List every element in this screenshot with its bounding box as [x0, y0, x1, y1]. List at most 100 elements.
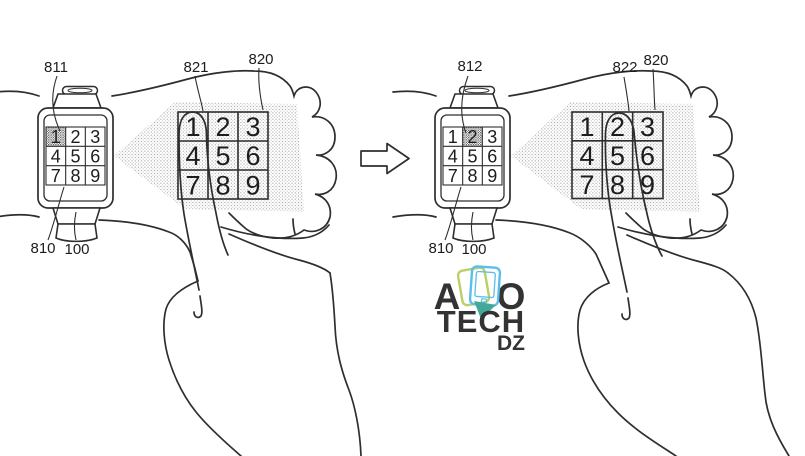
ref-label-highlighted-key: 811	[44, 59, 68, 76]
watch-key-4: 4	[51, 147, 61, 167]
projected-keys: 1 2 3 4 5 6 7 8 9	[185, 112, 260, 201]
ref-label-device: 100	[64, 241, 89, 258]
watch-band-bottom	[51, 207, 102, 225]
watch-screen	[440, 114, 505, 202]
index-finger-tip	[604, 112, 636, 138]
leader-line	[194, 75, 204, 112]
wrist-bottom-line	[392, 213, 437, 218]
projected-key-3: 3	[640, 112, 655, 142]
watch-key-6: 6	[90, 147, 100, 167]
reference-labels: 812 822 820 810 100	[428, 52, 668, 258]
watermark: A O TECH DZ	[434, 265, 526, 355]
watch-hand-outline	[392, 69, 735, 284]
projected-key-9: 9	[245, 171, 260, 201]
watermark-letter-end: O	[497, 276, 526, 317]
index-finger-right-edge	[633, 136, 663, 257]
watch-band-top	[448, 93, 500, 109]
leader-line	[444, 186, 462, 241]
transition-arrow-icon	[360, 142, 410, 175]
watch-band-bottom-flare	[55, 223, 98, 243]
ref-label-keypad-screen: 810	[30, 240, 55, 257]
projected-key-6: 6	[245, 141, 260, 171]
watch-key-2: 2	[70, 127, 80, 147]
watermark-dz-text: DZ	[497, 332, 525, 355]
watch-key-8: 8	[70, 166, 80, 186]
watch-band-knob-inner	[464, 87, 490, 94]
index-finger-hook	[193, 295, 203, 319]
wrist-top-line	[0, 90, 40, 97]
hand-top-contour	[626, 234, 729, 274]
index-finger-tip	[178, 111, 208, 136]
projected-key-7: 7	[185, 171, 200, 201]
watch-key-2: 2	[467, 127, 477, 147]
pointing-hand	[163, 111, 362, 456]
index-finger-hook	[621, 297, 631, 321]
wrist-bottom-line	[0, 213, 40, 218]
leader-line	[652, 68, 656, 111]
leader-line	[470, 211, 474, 241]
projected-key-9: 9	[640, 170, 655, 200]
watch-keypad-grid	[442, 126, 503, 186]
ref-label-projected-keypad: 820	[643, 52, 668, 69]
watch-keypad-frame	[45, 126, 106, 186]
projected-keypad	[571, 111, 664, 200]
projected-key-3: 3	[245, 112, 260, 142]
watch-key-highlight	[463, 127, 482, 147]
hand-top-and-knuckles	[508, 69, 735, 240]
leader-line	[52, 75, 61, 132]
watch-key-1: 1	[51, 127, 61, 147]
projected-keypad	[177, 111, 269, 200]
leader-line	[623, 76, 630, 112]
smartwatch	[37, 85, 114, 243]
fist-thumb-line	[617, 224, 727, 240]
smartwatch	[434, 85, 511, 243]
watch-key-9: 9	[90, 166, 100, 186]
projected-key-1: 1	[579, 112, 594, 142]
hand-top-and-knuckles	[111, 69, 338, 240]
projected-keys: 1 2 3 4 5 6 7 8 9	[579, 112, 655, 200]
fist-thumb-line	[220, 224, 330, 240]
wrist-bottom-right	[98, 219, 199, 282]
projected-keypad-frame	[177, 111, 269, 200]
projected-key-8: 8	[215, 171, 230, 201]
index-finger-right-edge	[205, 134, 229, 256]
ref-label-highlighted-key: 812	[457, 58, 482, 75]
hand-thumb-left-contour	[577, 282, 677, 456]
watermark-tech-text: TECH	[437, 304, 525, 339]
watch-key-5: 5	[467, 147, 477, 167]
tablet-home-button-icon	[480, 298, 488, 304]
watch-band-bottom-flare	[452, 223, 495, 243]
leader-line	[461, 75, 469, 134]
watch-key-7: 7	[448, 166, 458, 186]
watch-key-1: 1	[448, 127, 458, 147]
watch-key-5: 5	[70, 147, 80, 167]
watch-band-bottom	[448, 207, 499, 225]
watch-key-4: 4	[448, 147, 458, 167]
watch-band-top	[51, 93, 103, 109]
watch-keys: 1 2 3 4 5 6 7 8 9	[51, 127, 100, 186]
watch-key-highlight	[46, 127, 66, 147]
hand-right-contour	[329, 272, 362, 456]
thumb-crease-tick	[292, 218, 296, 235]
ref-label-touch-point: 822	[612, 59, 637, 76]
hand-right-contour	[727, 272, 790, 456]
index-finger-left-edge	[178, 134, 200, 291]
projected-key-4: 4	[185, 141, 200, 171]
thumb-crease-tick	[689, 218, 693, 235]
watch-band-knob-inner	[67, 87, 93, 94]
watch-key-9: 9	[487, 166, 497, 186]
projected-key-2: 2	[215, 112, 230, 142]
projected-key-4: 4	[579, 141, 594, 171]
tablet-screen-icon	[474, 270, 496, 299]
hand-thumb-left-contour	[163, 280, 242, 456]
hand-top-contour	[228, 233, 331, 274]
leader-line	[73, 211, 77, 241]
watch-keys: 1 2 3 4 5 6 7 8 9	[448, 127, 497, 186]
leader-line	[47, 186, 65, 241]
tablet-green-icon	[456, 266, 491, 307]
wrist-bottom-right	[495, 219, 610, 284]
projected-key-2: 2	[610, 112, 625, 142]
wrist-top-line	[392, 90, 437, 97]
